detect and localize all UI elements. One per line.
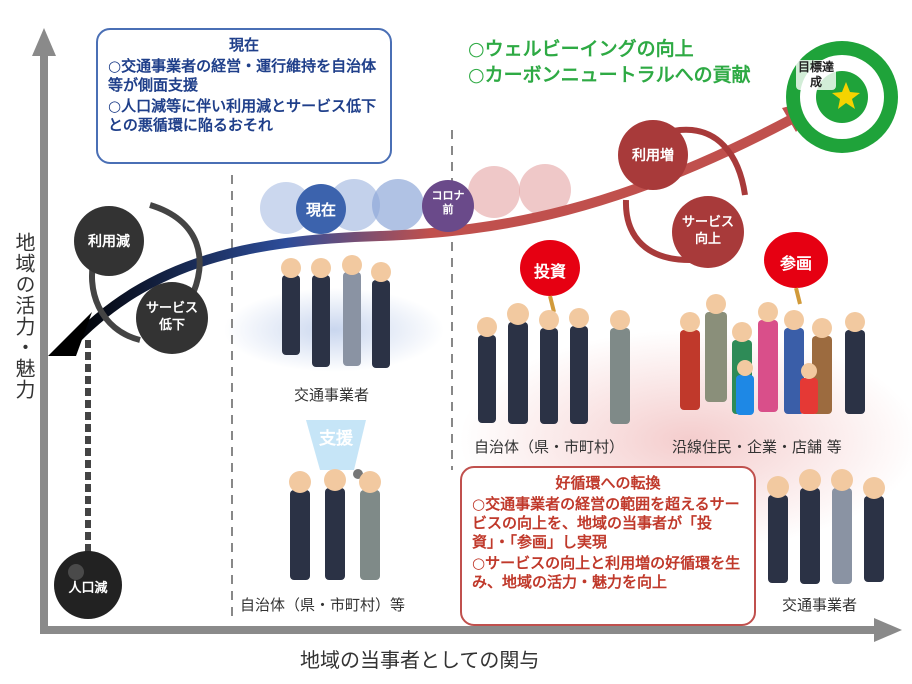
corona-marker-label: コロナ前 (431, 189, 465, 216)
fan-invest-label: 投資 (533, 262, 566, 281)
trail-circle (468, 166, 520, 218)
star-icon (832, 82, 860, 109)
residents-group (680, 294, 865, 415)
vicious-top-circle (74, 206, 144, 276)
residents-label: 沿線住民・企業・店舗 等 (672, 438, 842, 456)
current-box-item-1: ○交通事業者の経営・運行維持を自治体等が側面支援 (108, 57, 377, 94)
population-ball-label: 人口減 (68, 581, 108, 596)
municipality-bottom-group (289, 469, 381, 580)
virtuous-bottom-circle (672, 196, 744, 268)
vicious-bottom-circle (136, 282, 208, 354)
vicious-top-label: 利用減 (88, 234, 130, 250)
current-box: 現在 ○交通事業者の経営・運行維持を自治体等が側面支援 ○人口減等に伴い利用減と… (96, 28, 392, 164)
municipality-right-group (477, 303, 630, 424)
operators-top-group (281, 255, 391, 368)
now-marker-label: 現在 (305, 201, 336, 219)
y-axis-label: 地域の活力・魅力 (12, 232, 36, 400)
operators-right-label: 交通事業者 (782, 596, 858, 614)
transition-box-title: 好循環への転換 (555, 474, 661, 492)
transition-box-item-1: ○交通事業者の経営の範囲を超えるサービスの向上を、地域の当事者が「投資」・「参画… (472, 495, 740, 551)
megaphone-icon (306, 420, 366, 470)
municipality-right-label: 自治体（県・市町村） (474, 438, 625, 456)
target-label: 目標達成 (796, 60, 836, 90)
goal-carbon-neutral: ○カーボンニュートラルへの貢献 (468, 64, 751, 86)
current-box-item-2: ○人口減等に伴い利用減とサービス低下との悪循環に陥るおそれ (108, 97, 377, 134)
transition-box-item-2: ○サービスの向上と利用増の好循環を生み、地域の活力・魅力を向上 (472, 554, 741, 591)
vicious-cycle-arc (149, 202, 203, 302)
vicious-bottom-label: サービス低下 (145, 301, 198, 333)
now-marker (296, 184, 346, 234)
x-axis-label: 地域の当事者としての関与 (300, 648, 540, 672)
x-axis-arrowhead (874, 618, 902, 642)
fan-participate-label: 参画 (779, 254, 812, 273)
municipality-bottom-label: 自治体（県・市町村）等 (240, 596, 406, 614)
virtuous-top-label: 利用増 (632, 148, 674, 164)
virtuous-cycle-arc (622, 199, 691, 263)
operators-top-label: 交通事業者 (294, 386, 370, 404)
virtuous-cycle-arc (667, 127, 748, 196)
virtuous-bottom-label: サービス向上 (681, 215, 734, 247)
operators-right-group (767, 469, 885, 584)
y-axis-arrowhead (32, 28, 56, 56)
current-box-title: 現在 (228, 36, 259, 54)
transition-box: 好循環への転換 ○交通事業者の経営の範囲を超えるサービスの向上を、地域の当事者が… (460, 466, 756, 626)
support-label: 支援 (319, 429, 353, 449)
corona-marker (422, 180, 474, 232)
trend-left-arrowhead (48, 312, 92, 356)
goal-wellbeing: ○ウェルビーイングの向上 (468, 38, 694, 60)
trail-circle (519, 164, 571, 216)
virtuous-top-circle (618, 120, 688, 190)
trail-circle (372, 179, 424, 231)
fan-participate-icon (764, 232, 828, 288)
fan-invest-icon (520, 240, 580, 296)
